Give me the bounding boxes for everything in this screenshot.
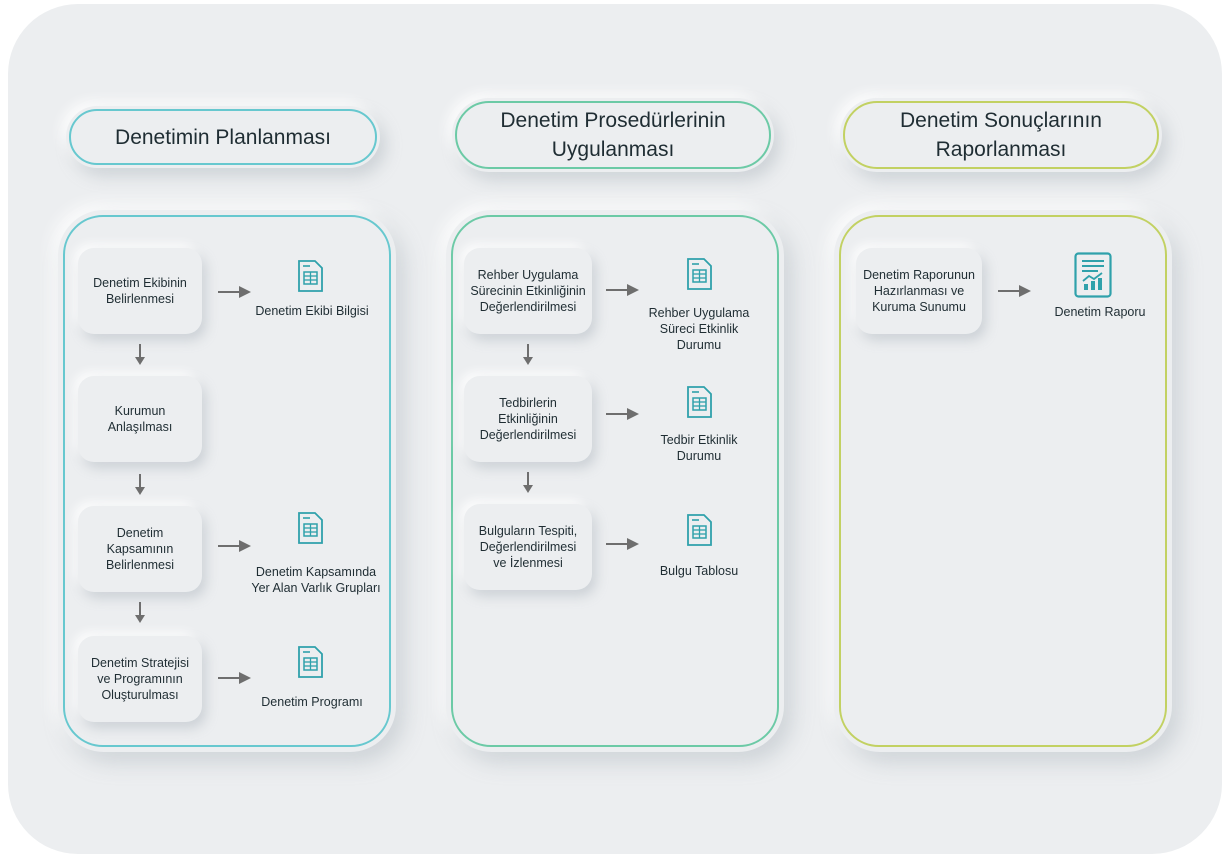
- right-arrow-icon: [998, 285, 1031, 297]
- right-arrow-icon: [606, 284, 639, 296]
- output-guide-process-status: Rehber Uygulama Süreci Etkinlik Durumu: [648, 306, 750, 352]
- step-report-preparation: Denetim Raporunun Hazırlanması ve Kuruma…: [856, 248, 982, 334]
- right-arrow-icon: [606, 538, 639, 550]
- step-scope-determination: Denetim Kapsamının Belirlenmesi: [78, 506, 202, 592]
- right-arrow-icon: [218, 672, 251, 684]
- output-scope-asset-groups: Denetim Kapsamında Yer Alan Varlık Grupl…: [251, 565, 381, 595]
- down-arrow-icon: [523, 344, 533, 365]
- output-audit-program: Denetim Programı: [261, 695, 363, 709]
- table-document-icon: [687, 386, 712, 418]
- step-institution-understanding: Kurumun Anlaşılması: [78, 376, 202, 462]
- output-team-info: Denetim Ekibi Bilgisi: [255, 304, 369, 318]
- right-arrow-icon: [606, 408, 639, 420]
- output-audit-report: Denetim Raporu: [1054, 305, 1146, 319]
- table-document-icon: [687, 258, 712, 290]
- column-header-planning: Denetimin Planlanması: [66, 106, 380, 168]
- table-document-icon: [687, 514, 712, 546]
- step-measures-evaluation: Tedbirlerin Etkinliğinin Değerlendirilme…: [464, 376, 592, 462]
- step-team-determination: Denetim Ekibinin Belirlenmesi: [78, 248, 202, 334]
- right-arrow-icon: [218, 540, 251, 552]
- down-arrow-icon: [523, 472, 533, 493]
- down-arrow-icon: [135, 344, 145, 365]
- down-arrow-icon: [135, 474, 145, 495]
- report-chart-icon: [1074, 252, 1112, 298]
- table-document-icon: [298, 260, 323, 292]
- table-document-icon: [298, 512, 323, 544]
- step-strategy-program-creation: Denetim Stratejisi ve Programının Oluştu…: [78, 636, 202, 722]
- output-findings-table: Bulgu Tablosu: [659, 564, 739, 578]
- table-document-icon: [298, 646, 323, 678]
- step-findings-detection: Bulguların Tespiti, Değerlendirilmesi ve…: [464, 504, 592, 590]
- column-title-planning: Denetimin Planlanması: [115, 125, 331, 149]
- right-arrow-icon: [218, 286, 251, 298]
- step-guide-process-evaluation: Rehber Uygulama Sürecinin Etkinliğinin D…: [464, 248, 592, 334]
- column-header-reporting: Denetim Sonuçlarının Raporlanması: [840, 98, 1162, 172]
- column-title-procedures: Denetim Prosedürlerinin Uygulanması: [500, 109, 726, 161]
- down-arrow-icon: [135, 602, 145, 623]
- column-header-procedures: Denetim Prosedürlerinin Uygulanması: [452, 98, 774, 172]
- column-title-reporting: Denetim Sonuçlarının Raporlanması: [900, 109, 1102, 161]
- output-measure-status: Tedbir Etkinlik Durumu: [660, 433, 738, 463]
